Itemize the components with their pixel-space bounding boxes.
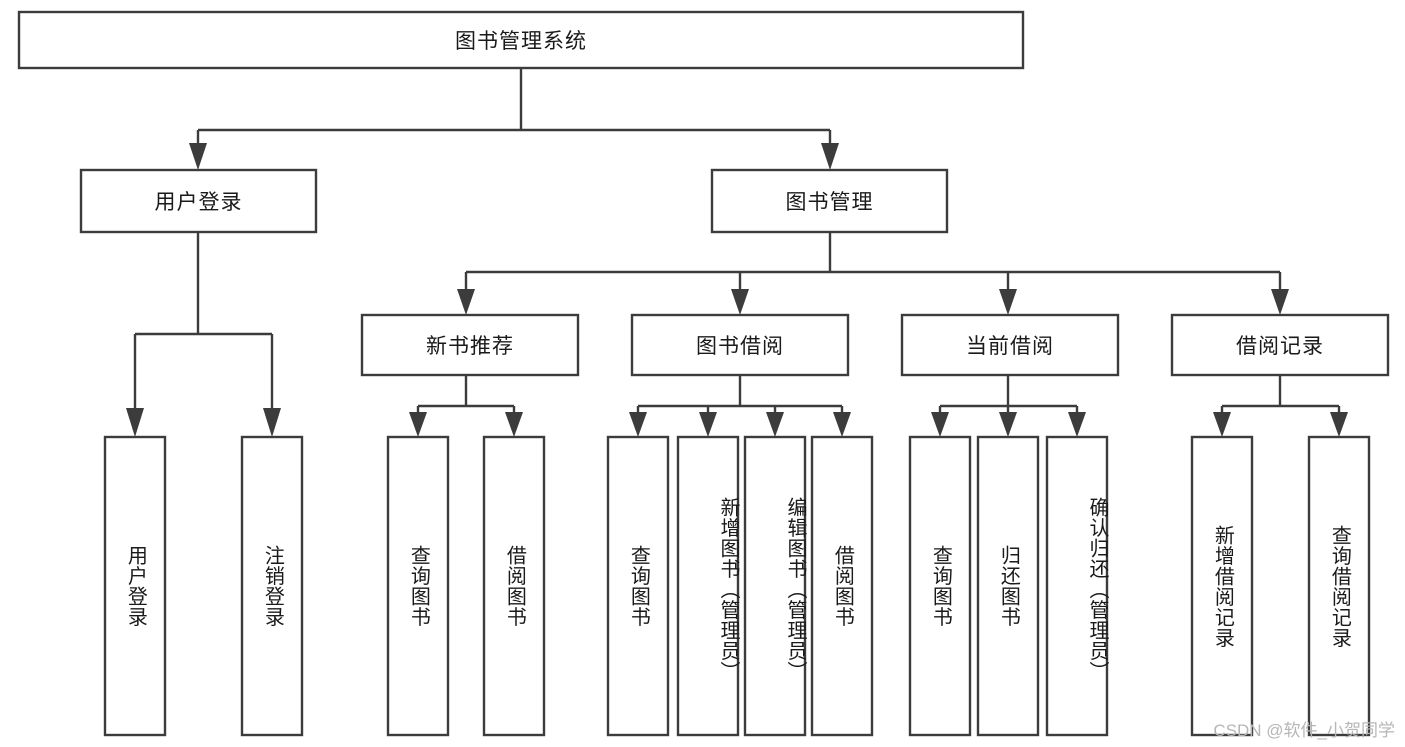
- arrow-head-leaf-query-book-2: [629, 412, 647, 437]
- arrow-head-book-borrow: [731, 289, 749, 315]
- node-leaf-query-book-1[interactable]: [386, 435, 450, 737]
- arrow-head-leaf-borrow-book-2: [833, 412, 851, 437]
- arrow-head-leaf-logout-login: [263, 408, 281, 437]
- node-leaf-user-login[interactable]: [103, 435, 167, 737]
- connector-layer: [126, 68, 1348, 437]
- arrow-head-current-borrow: [999, 289, 1017, 315]
- node-book-borrow[interactable]: [630, 313, 850, 377]
- node-leaf-logout-login[interactable]: [240, 435, 304, 737]
- node-leaf-return-book[interactable]: [976, 435, 1040, 737]
- node-leaf-add-book[interactable]: [676, 435, 740, 737]
- node-layer: [17, 10, 1390, 737]
- node-leaf-add-record[interactable]: [1190, 435, 1254, 737]
- arrow-head-leaf-query-book-1: [409, 412, 427, 437]
- node-leaf-query-record[interactable]: [1307, 435, 1371, 737]
- node-leaf-borrow-book-2[interactable]: [810, 435, 874, 737]
- node-leaf-edit-book[interactable]: [743, 435, 807, 737]
- node-user-login[interactable]: [79, 168, 318, 234]
- arrow-head-leaf-borrow-book-1: [505, 412, 523, 437]
- node-leaf-query-book-2[interactable]: [606, 435, 670, 737]
- node-borrow-record[interactable]: [1170, 313, 1390, 377]
- node-current-borrow[interactable]: [900, 313, 1120, 377]
- arrow-head-leaf-add-record: [1213, 412, 1231, 437]
- arrow-head-book-management: [821, 143, 839, 170]
- arrow-head-borrow-record: [1271, 289, 1289, 315]
- arrow-head-user-login: [189, 143, 207, 170]
- arrow-head-new-book-recommend: [457, 289, 475, 315]
- node-new-book-recommend[interactable]: [360, 313, 580, 377]
- node-book-management[interactable]: [710, 168, 949, 234]
- arrow-head-leaf-return-book: [999, 412, 1017, 437]
- node-leaf-confirm-return[interactable]: [1045, 435, 1109, 737]
- node-leaf-query-book-3[interactable]: [908, 435, 972, 737]
- arrow-head-leaf-add-book: [699, 412, 717, 437]
- arrow-head-leaf-query-record: [1330, 412, 1348, 437]
- arrow-head-leaf-user-login: [126, 408, 144, 437]
- arrow-head-leaf-confirm-return: [1068, 412, 1086, 437]
- arrow-head-leaf-edit-book: [766, 412, 784, 437]
- node-leaf-borrow-book-1[interactable]: [482, 435, 546, 737]
- arrow-head-leaf-query-book-3: [931, 412, 949, 437]
- node-root-system[interactable]: [17, 10, 1025, 70]
